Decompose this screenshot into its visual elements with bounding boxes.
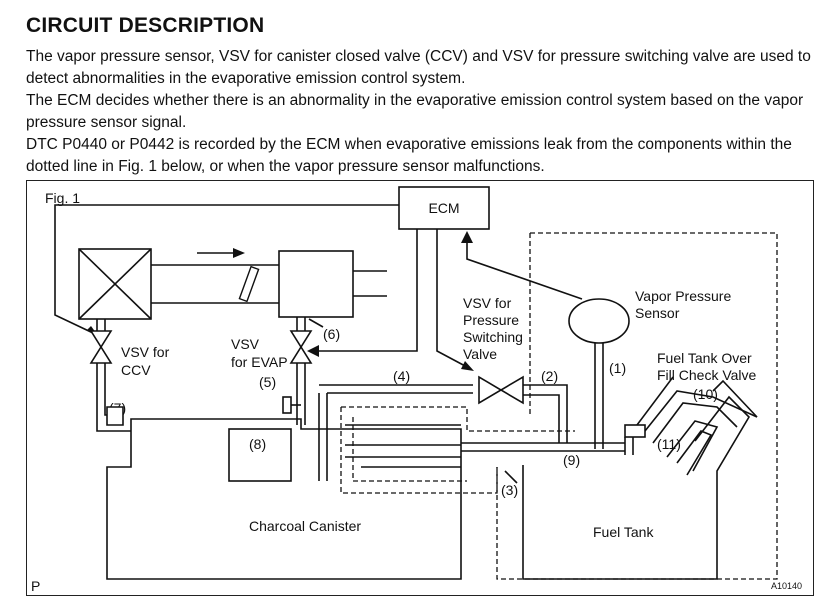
label-2: (2) (541, 368, 558, 384)
label-5: (5) (259, 374, 276, 390)
fill-check-valve (624, 424, 646, 438)
wire-arrowhead (461, 361, 474, 371)
dotted-boundary (352, 417, 467, 482)
wire-arrowhead (461, 231, 473, 243)
vsv-psv-label: VSV for (463, 295, 512, 311)
vsv-psv-valve (478, 375, 503, 405)
vsv-psv-label: Valve (463, 346, 497, 362)
fuel-tank (522, 395, 751, 580)
vsv-evap-label: for EVAP (231, 354, 288, 370)
figure-label: Fig. 1 (45, 190, 80, 206)
vsv-ccv-label: CCV (121, 362, 151, 378)
vsv-evap-valve (289, 345, 313, 364)
ecm-to-ccv-wire (54, 204, 399, 334)
vsv-ccv-valve (89, 330, 113, 349)
sensor-label: Sensor (635, 305, 680, 321)
fuel-tank-label: Fuel Tank (593, 524, 654, 540)
hose-2 (523, 384, 568, 443)
vapor-pressure-sensor (568, 298, 630, 344)
page-title: CIRCUIT DESCRIPTION (26, 14, 265, 37)
vsv-psv-label: Switching (463, 329, 523, 345)
filler-neck-10 (652, 402, 738, 444)
ecm-label: ECM (428, 200, 459, 216)
description-paragraph: DTC P0440 or P0442 is recorded by the EC… (26, 136, 792, 175)
fill-check-label: Fuel Tank Over (657, 350, 752, 366)
charcoal-canister-label: Charcoal Canister (249, 518, 361, 534)
test-port (282, 396, 292, 414)
label-4: (4) (393, 368, 410, 384)
dotted-boundary (340, 407, 498, 494)
leader-line (504, 470, 518, 484)
filler-neck-10 (644, 390, 758, 432)
label-1: (1) (609, 360, 626, 376)
filler-cap (712, 379, 758, 418)
throttle-valve (238, 265, 260, 303)
description-paragraph: The ECM decides whether there is an abno… (26, 92, 804, 131)
dotted-boundary (341, 406, 575, 432)
canister-port (106, 406, 124, 426)
ecm-to-psv-wire (436, 229, 468, 368)
intake-manifold (278, 250, 354, 318)
label-9: (9) (563, 452, 580, 468)
ecm-box (398, 186, 490, 230)
diagram-canvas: ECM Fig. 1 (31, 186, 802, 594)
vsv-ccv-valve (89, 345, 113, 364)
label-10: (10) (693, 386, 718, 402)
description-paragraph: The vapor pressure sensor, VSV for canis… (26, 48, 811, 87)
breather-11 (666, 420, 719, 472)
vsv-evap-label: VSV (231, 336, 260, 352)
label-3: (3) (501, 482, 518, 498)
air-cleaner-cross (78, 248, 152, 320)
leader-line (308, 318, 324, 328)
ecm-to-evap-wire (313, 229, 418, 352)
circuit-description-text: The vapor pressure sensor, VSV for canis… (26, 46, 826, 178)
dotted-boundary (496, 232, 778, 580)
vsv-psv-label: Pressure (463, 312, 519, 328)
vsv-ccv-label: VSV for (121, 344, 170, 360)
sensor-label: Vapor Pressure (635, 288, 731, 304)
evap-system-diagram: ECM Fig. 1 (26, 180, 814, 596)
label-8: (8) (249, 436, 266, 452)
hose-7 (96, 363, 107, 432)
wire-arrowhead (307, 345, 319, 357)
figure-code: A10140 (771, 581, 802, 591)
label-11: (11) (657, 436, 681, 452)
leader-line (636, 376, 674, 426)
canister-chamber-8 (228, 428, 292, 482)
breather-11 (676, 430, 713, 476)
vsv-psv-valve (499, 375, 524, 405)
sensor-to-ecm-wire (466, 239, 583, 300)
corner-mark-left: P (31, 578, 40, 594)
hose-2 (523, 394, 560, 443)
vsv-evap-valve (289, 330, 313, 349)
charcoal-canister (106, 418, 462, 580)
fill-check-label: Fill Check Valve (657, 367, 757, 383)
label-6: (6) (323, 326, 340, 342)
flow-arrowhead (233, 248, 245, 258)
